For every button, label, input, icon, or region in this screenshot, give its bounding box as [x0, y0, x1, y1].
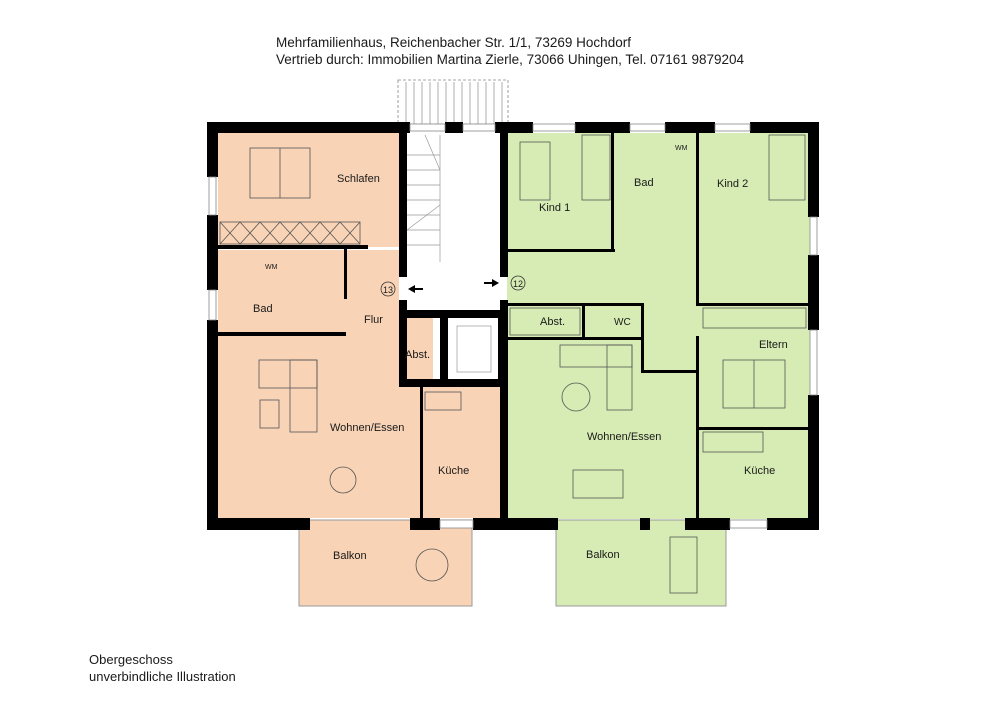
room-kind2: Kind 2	[717, 178, 748, 190]
wm-13: WM	[265, 264, 278, 271]
room-balkon-13: Balkon	[333, 550, 367, 562]
room-abst-13: Abst.	[405, 349, 430, 361]
room-schlafen: Schlafen	[337, 173, 380, 185]
entrance-arrows	[408, 279, 499, 293]
room-balkon-12: Balkon	[586, 549, 620, 561]
wm-12: WM	[675, 145, 688, 152]
unit-number-markers	[380, 275, 526, 297]
furniture	[219, 134, 807, 594]
room-bad-12: Bad	[634, 177, 654, 189]
walls	[207, 122, 819, 530]
room-kind1: Kind 1	[539, 202, 570, 214]
disclaimer: unverbindliche Illustration	[89, 669, 236, 684]
room-wohnen-13: Wohnen/Essen	[330, 422, 404, 434]
unit-12-number: 12	[513, 279, 523, 289]
room-bad-13: Bad	[253, 303, 273, 315]
room-eltern: Eltern	[759, 339, 788, 351]
roof-stair-projection	[397, 79, 509, 125]
unit-13	[218, 133, 500, 607]
unit-13-number: 13	[383, 285, 393, 295]
windows	[208, 123, 818, 529]
header-sales-contact: Vertrieb durch: Immobilien Martina Zierl…	[276, 52, 745, 67]
header-address: Mehrfamilienhaus, Reichenbacher Str. 1/1…	[276, 35, 631, 50]
unit-12	[507, 133, 811, 607]
room-wc: WC	[614, 317, 631, 328]
stairwell	[407, 133, 500, 378]
room-kueche-12: Küche	[744, 465, 775, 477]
floor-label: Obergeschoss	[89, 652, 173, 667]
room-abst-12: Abst.	[540, 316, 565, 328]
room-kueche-13: Küche	[438, 465, 469, 477]
room-wohnen-12: Wohnen/Essen	[587, 431, 661, 443]
room-flur: Flur	[364, 314, 383, 326]
